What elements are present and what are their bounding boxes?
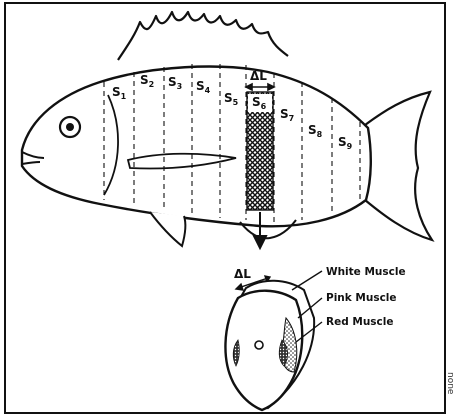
delta-l-label-top: ΔL (250, 69, 267, 83)
dorsal-fin (118, 12, 288, 60)
section-center (255, 341, 263, 349)
side-text: none (445, 372, 455, 395)
white-muscle-label: White Muscle (326, 266, 406, 278)
delta-l-label-section: ΔL (234, 267, 251, 281)
tail-fin (365, 92, 432, 240)
eye-pupil (66, 123, 74, 131)
cross-section (225, 281, 314, 410)
red-muscle-label: Red Muscle (326, 316, 394, 328)
pink-muscle-label: Pink Muscle (326, 292, 397, 304)
pelvic-fin (150, 212, 185, 246)
